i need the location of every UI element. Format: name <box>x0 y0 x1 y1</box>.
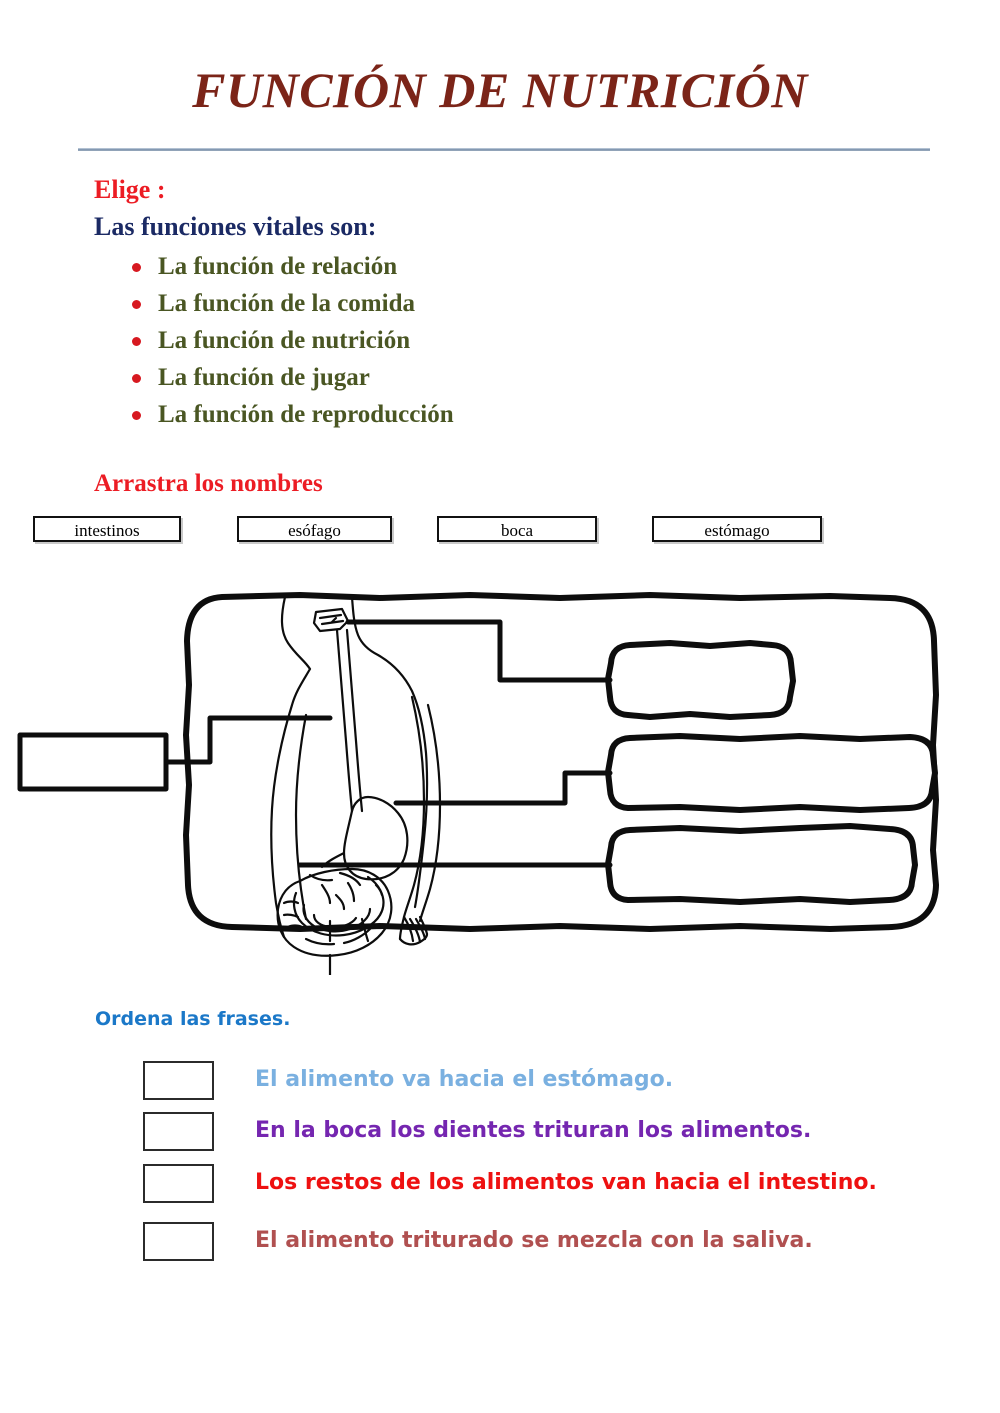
drop-zone-right-top[interactable] <box>612 645 790 701</box>
order-sentence: El alimento triturado se mezcla con la s… <box>255 1228 813 1253</box>
order-answer-box[interactable] <box>143 1112 214 1151</box>
diagram-frame <box>183 592 939 932</box>
choose-option[interactable]: La función de reproducción <box>118 398 454 435</box>
digestive-system-diagram <box>0 585 1000 975</box>
choose-option[interactable]: La función de la comida <box>118 287 454 324</box>
order-sentence: El alimento va hacia el estómago. <box>255 1067 674 1092</box>
connector-top <box>345 619 613 683</box>
drop-box-right-middle <box>605 733 938 813</box>
connector-left <box>163 715 333 765</box>
order-answer-box[interactable] <box>143 1164 214 1203</box>
choose-option-label: La función de reproducción <box>158 401 454 428</box>
choose-option-label: La función de relación <box>158 253 398 280</box>
bullet-icon <box>132 263 141 272</box>
bullet-icon <box>132 300 141 309</box>
drag-instruction-label: Arrastra los nombres <box>94 470 323 497</box>
drop-zone-left[interactable] <box>18 735 166 789</box>
page-title: FUNCIÓN DE NUTRICIÓN <box>192 62 808 118</box>
bullet-icon <box>132 411 141 420</box>
choose-option-label: La función de jugar <box>158 364 370 391</box>
choose-option[interactable]: La función de nutrición <box>118 324 454 361</box>
order-sentence: En la boca los dientes trituran los alim… <box>255 1118 812 1143</box>
drag-chip-esofago[interactable]: esófago <box>237 516 392 542</box>
drag-chip-estomago[interactable]: estómago <box>652 516 822 542</box>
drop-zone-right-bottom[interactable] <box>612 830 914 886</box>
order-answer-box[interactable] <box>143 1061 214 1100</box>
bullet-icon <box>132 374 141 383</box>
order-instruction-label: Ordena las frases. <box>95 1008 291 1030</box>
drop-box-right-top <box>605 640 796 720</box>
choose-question-label: Las funciones vitales son: <box>94 212 377 241</box>
drop-zone-right-middle[interactable] <box>612 738 934 794</box>
choose-option[interactable]: La función de relación <box>118 250 454 287</box>
order-answer-box[interactable] <box>143 1222 214 1261</box>
title-block: FUNCIÓN DE NUTRICIÓN <box>0 64 1000 117</box>
choose-option-label: La función de la comida <box>158 290 415 317</box>
choose-option-label: La función de nutrición <box>158 327 411 354</box>
title-divider <box>78 148 930 151</box>
connector-middle <box>393 770 613 806</box>
drag-chip-boca[interactable]: boca <box>437 516 597 542</box>
choose-option[interactable]: La función de jugar <box>118 361 454 398</box>
order-sentence: Los restos de los alimentos van hacia el… <box>255 1170 877 1195</box>
drag-chip-intestinos[interactable]: intestinos <box>33 516 181 542</box>
choose-options-list: La función de relación La función de la … <box>118 250 454 435</box>
bullet-icon <box>132 337 141 346</box>
drop-box-right-bottom <box>605 823 918 905</box>
choose-prompt-label: Elige : <box>94 175 166 204</box>
